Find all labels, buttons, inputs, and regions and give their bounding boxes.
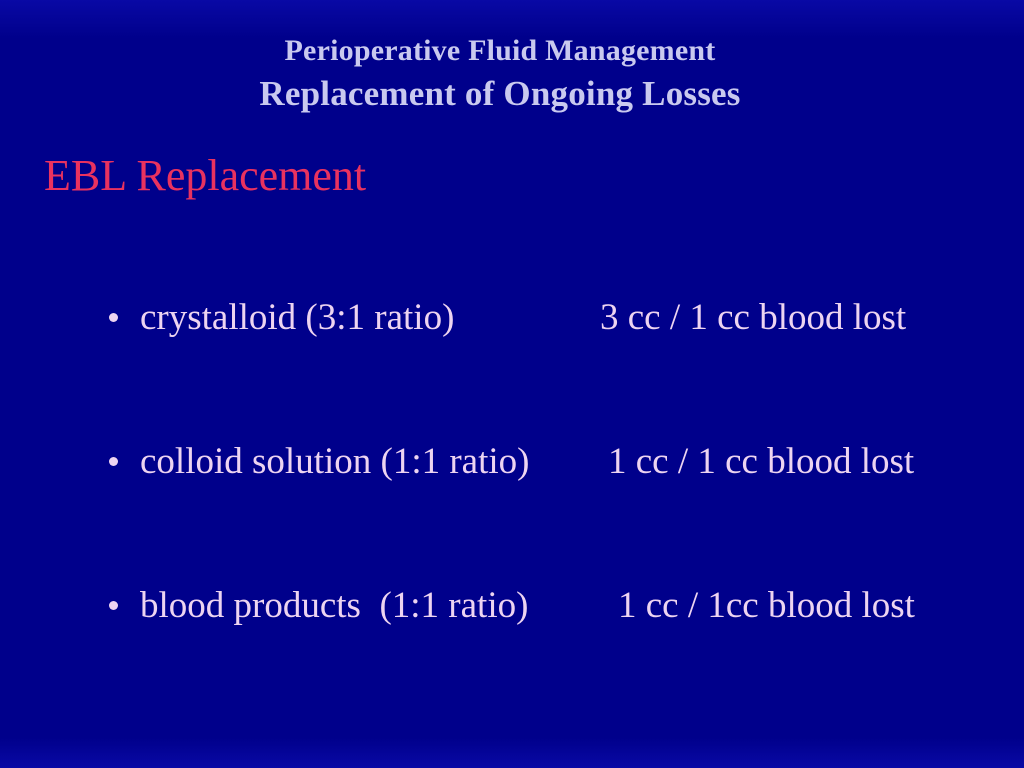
title-line-2: Replacement of Ongoing Losses (259, 74, 741, 113)
bullet-item: colloid solution (1:1 ratio) 1 cc / 1 cc … (0, 440, 1024, 492)
bullet-icon (109, 313, 118, 322)
bullet-value: 1 cc / 1cc blood lost (618, 585, 915, 626)
bullet-label: crystalloid (3:1 ratio) (140, 297, 455, 338)
bullet-item: crystalloid (3:1 ratio) 3 cc / 1 cc blood… (0, 296, 1024, 348)
title-line-1: Perioperative Fluid Management (284, 34, 716, 67)
section-heading: EBL Replacement (44, 151, 367, 200)
bullet-value: 3 cc / 1 cc blood lost (600, 297, 907, 338)
bullet-value: 1 cc / 1 cc blood lost (608, 441, 915, 482)
bullet-icon (109, 601, 118, 610)
bullet-icon (109, 457, 118, 466)
slide-title: Perioperative Fluid Management Replaceme… (0, 30, 1000, 116)
bullet-label: colloid solution (1:1 ratio) (140, 441, 530, 482)
bullet-item: blood products (1:1 ratio) 1 cc / 1cc blo… (0, 584, 1024, 636)
bullet-label: blood products (1:1 ratio) (140, 585, 529, 626)
